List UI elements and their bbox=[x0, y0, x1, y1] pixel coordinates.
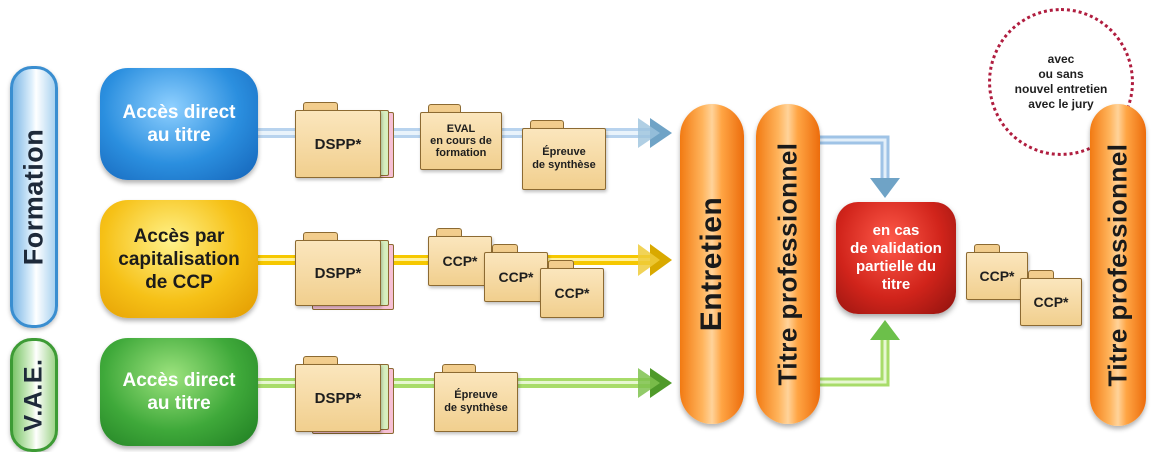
access-direct-formation-label: Accès direct au titre bbox=[122, 102, 236, 146]
folder-icon bbox=[428, 104, 462, 114]
folder-icon bbox=[492, 244, 519, 254]
access-capitalisation-label: Accès par capitalisation de CCP bbox=[118, 225, 240, 293]
dspp-label: DSPP* bbox=[314, 135, 362, 153]
jury-note-circle: avec ou sans nouvel entretien avec le ju… bbox=[988, 8, 1134, 156]
partial-validation-label: en cas de validation partielle du titre bbox=[850, 222, 942, 293]
entretien-label: Entretien bbox=[695, 196, 728, 332]
folder-icon bbox=[442, 364, 476, 374]
vae-label: V.A.E. bbox=[19, 358, 48, 432]
epreuve-folder-bottom: Épreuve de synthèse bbox=[434, 364, 518, 432]
folder-icon bbox=[436, 228, 463, 238]
epreuve-folder-top: Épreuve de synthèse bbox=[522, 120, 606, 190]
access-direct-vae-label: Accès direct au titre bbox=[122, 370, 236, 414]
epreuve-label: Épreuve de synthèse bbox=[444, 389, 508, 414]
dspp-folder: DSPP* bbox=[295, 232, 381, 306]
arrow-right-icon bbox=[650, 118, 672, 148]
epreuve-label: Épreuve de synthèse bbox=[532, 146, 596, 171]
titre-pro-label: Titre professionnel bbox=[772, 142, 803, 386]
titre-pro-pill: Titre professionnel bbox=[756, 104, 820, 424]
folder-icon bbox=[548, 260, 575, 270]
dspp-label: DSPP* bbox=[314, 389, 362, 407]
ccp-label: CCP* bbox=[979, 268, 1015, 284]
folder-icon bbox=[530, 120, 564, 130]
eval-folder: EVAL en cours de formation bbox=[420, 104, 502, 170]
access-capitalisation-box: Accès par capitalisation de CCP bbox=[100, 200, 258, 318]
dspp-label: DSPP* bbox=[314, 264, 362, 282]
arrow-up-icon bbox=[870, 320, 900, 340]
folder-icon bbox=[303, 356, 338, 366]
arrow-right-icon bbox=[650, 368, 672, 398]
ccp-folder: CCP* bbox=[1020, 270, 1082, 326]
dspp-folder: DSPP* bbox=[295, 102, 381, 178]
ccp-label: CCP* bbox=[554, 285, 590, 301]
ccp-folder: CCP* bbox=[484, 244, 548, 302]
folder-icon bbox=[974, 244, 1000, 254]
titre-pro-final-pill: Titre professionnel bbox=[1090, 104, 1146, 426]
access-direct-vae-box: Accès direct au titre bbox=[100, 338, 258, 446]
folder-icon bbox=[303, 232, 338, 242]
ccp-label: CCP* bbox=[498, 269, 534, 285]
partial-validation-box: en cas de validation partielle du titre bbox=[836, 202, 956, 314]
formation-label: Formation bbox=[18, 128, 49, 266]
eval-label: EVAL en cours de formation bbox=[430, 123, 492, 159]
vae-pill: V.A.E. bbox=[10, 338, 58, 452]
jury-note-label: avec ou sans nouvel entretien avec le ju… bbox=[1014, 52, 1108, 111]
formation-pill: Formation bbox=[10, 66, 58, 328]
ccp-folder: CCP* bbox=[540, 260, 604, 318]
ccp-folder: CCP* bbox=[428, 228, 492, 286]
folder-icon bbox=[1028, 270, 1054, 280]
titre-pro-final-label: Titre professionnel bbox=[1102, 143, 1133, 387]
arrow-right-icon bbox=[650, 244, 672, 276]
access-direct-formation-box: Accès direct au titre bbox=[100, 68, 258, 180]
folder-icon bbox=[303, 102, 338, 112]
dspp-folder: DSPP* bbox=[295, 356, 381, 432]
arrow-down-icon bbox=[870, 178, 900, 198]
ccp-folder: CCP* bbox=[966, 244, 1028, 300]
entretien-pill: Entretien bbox=[680, 104, 744, 424]
ccp-label: CCP* bbox=[442, 253, 478, 269]
ccp-label: CCP* bbox=[1033, 294, 1069, 310]
